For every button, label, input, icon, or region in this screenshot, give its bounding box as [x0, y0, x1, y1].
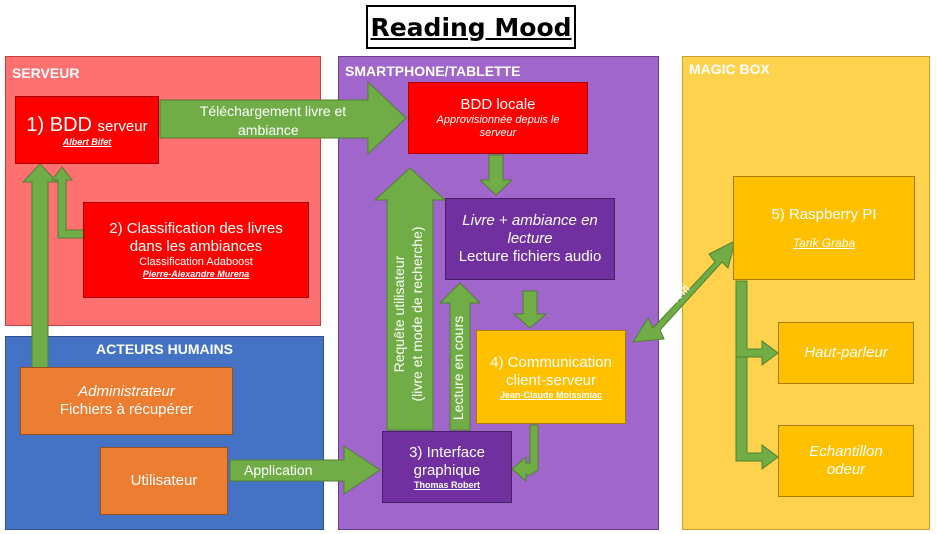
- arrow-raspberry-to-echantillon: [735, 356, 779, 470]
- livre-line1: Livre + ambiance en: [462, 212, 598, 229]
- region-smartphone-label: SMARTPHONE/TABLETTE: [345, 63, 521, 79]
- classification-line2: dans les ambiances: [129, 238, 263, 255]
- arrow-communication-to-interface: [511, 424, 539, 483]
- arrow-lecture-en-cours: [438, 282, 482, 431]
- arrow-classification-to-bdd: [50, 166, 85, 239]
- arrow-requete: [373, 167, 447, 431]
- box-classification: 2) Classification des livres dans les am…: [83, 202, 309, 298]
- label-lecture-en-cours: Lecture en cours: [450, 315, 466, 421]
- region-acteurs-label: ACTEURS HUMAINS: [96, 341, 233, 357]
- arrow-livre-to-communication: [512, 290, 548, 329]
- box-communication: 4) Communication client-serveur Jean-Cla…: [476, 330, 626, 424]
- arrow-bddlocale-to-livre: [478, 154, 514, 196]
- echantillon-line1: Echantillon: [809, 443, 883, 460]
- classification-line1: 2) Classification des livres: [109, 220, 283, 237]
- communication-author: Jean-Claude Moissiniac: [499, 389, 603, 400]
- haut-parleur-label: Haut-parleur: [804, 344, 888, 361]
- label-requete-line2: (livre et mode de recherche): [409, 226, 426, 402]
- arrow-telechargement: [159, 80, 407, 156]
- bdd-serveur-author: Albert Bifet: [62, 136, 112, 147]
- livre-line2: lecture: [507, 230, 553, 247]
- echantillon-line2: odeur: [826, 461, 866, 478]
- box-interface: 3) Interface graphique Thomas Robert: [382, 431, 512, 503]
- raspberry-title: 5) Raspberry PI: [771, 205, 877, 223]
- classification-author: Pierre-Alexandre Murena: [142, 269, 250, 280]
- livre-line3: Lecture fichiers audio: [458, 248, 602, 265]
- label-telechargement-line1: Téléchargement livre et: [199, 103, 347, 119]
- interface-line1: 3) Interface: [409, 443, 485, 461]
- administrateur-line1: Administrateur: [78, 383, 175, 400]
- arrow-raspberry-to-hautparleur: [735, 280, 779, 366]
- administrateur-line2: Fichiers à récupérer: [59, 401, 194, 418]
- bdd-serveur-title-small: serveur: [97, 117, 148, 135]
- box-bdd-locale: BDD locale Approvisionnée depuis le serv…: [408, 82, 588, 154]
- label-telechargement: Téléchargement livre et ambiance: [178, 102, 368, 140]
- label-telechargement-line2: ambiance: [238, 121, 299, 138]
- interface-line2: graphique: [413, 461, 481, 479]
- label-requete-line1: Requête utilisateur: [391, 255, 407, 373]
- box-bdd-serveur: 1) BDD serveur Albert Bifet: [15, 96, 159, 164]
- arrow-admin-to-bdd: [21, 163, 59, 369]
- region-serveur-label: SERVEUR: [12, 65, 80, 81]
- box-raspberry: 5) Raspberry PI Tarik Graba: [733, 176, 915, 280]
- box-utilisateur: Utilisateur: [100, 447, 228, 515]
- box-administrateur: Administrateur Fichiers à récupérer: [20, 367, 233, 435]
- region-magic-label: MAGIC BOX: [689, 61, 770, 77]
- box-haut-parleur: Haut-parleur: [778, 322, 914, 384]
- bdd-locale-title: BDD locale: [460, 95, 536, 113]
- label-application: Application: [244, 462, 313, 478]
- classification-sub: Classification Adaboost: [139, 256, 253, 268]
- diagram-title: Reading Mood: [366, 5, 576, 49]
- bdd-locale-sub: Approvisionnée depuis le serveur: [436, 113, 560, 139]
- raspberry-author: Tarik Graba: [792, 235, 856, 250]
- arrow-application: [229, 445, 381, 495]
- interface-author: Thomas Robert: [413, 479, 480, 490]
- utilisateur-label: Utilisateur: [130, 472, 198, 489]
- communication-line1: 4) Communication: [490, 353, 612, 371]
- bdd-serveur-title: 1) BDD: [26, 113, 92, 136]
- box-livre-ambiance: Livre + ambiance en lecture Lecture fich…: [445, 198, 615, 280]
- communication-line2: client-serveur: [505, 371, 597, 389]
- label-requete: Requête utilisateur (livre et mode de re…: [390, 184, 430, 444]
- box-echantillon: Echantillon odeur: [778, 425, 914, 497]
